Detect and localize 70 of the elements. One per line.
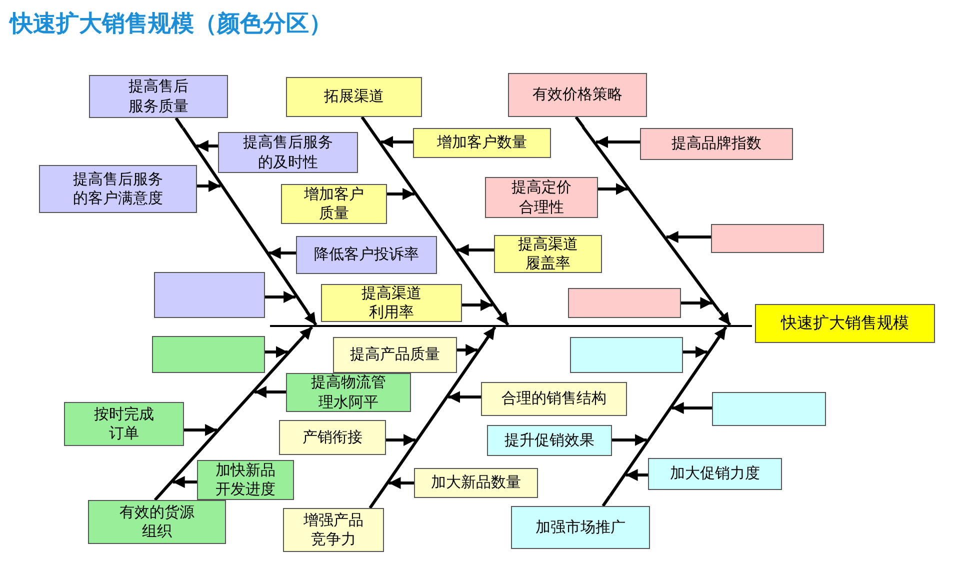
arrow (268, 247, 296, 259)
bone-line-segment (574, 116, 585, 128)
cause-box: 加大新品数量 (414, 468, 538, 498)
arrow (196, 140, 218, 152)
bone-line-segment (602, 495, 612, 507)
arrow (666, 231, 711, 243)
cause-box: 产销衔接 (279, 420, 386, 455)
effect-box: 快速扩大销售规模 (755, 304, 935, 343)
arrow (456, 244, 494, 256)
spine-line (270, 325, 752, 327)
bone-line (610, 341, 716, 496)
cause-box (152, 336, 265, 373)
cause-box: 提高售后服务的及时性 (218, 132, 358, 173)
category-box: 增强产品竞争力 (283, 508, 384, 552)
arrow (598, 183, 628, 195)
cause-box: 提高定价合理性 (485, 177, 598, 218)
arrow (462, 299, 492, 311)
arrow (457, 344, 478, 356)
cause-box: 加大促销力度 (648, 458, 782, 490)
bone-line-segment (368, 497, 378, 509)
cause-box: 按时完成订单 (64, 402, 184, 446)
title: 快速扩大销售规模（颜色分区） (10, 10, 332, 39)
cause-box (711, 224, 824, 253)
bone-line-segment (154, 489, 166, 501)
bone-arrow (496, 310, 510, 326)
cause-box (568, 288, 681, 318)
cause-box (154, 272, 265, 318)
cause-box (712, 392, 826, 426)
arrow (197, 180, 220, 192)
arrow (254, 386, 286, 398)
bone-arrow (304, 310, 318, 326)
arrow (172, 476, 197, 488)
arrow (612, 434, 647, 446)
category-box: 拓展渠道 (286, 77, 422, 117)
arrow (681, 297, 712, 309)
cause-box: 提高物流管理水阿平 (286, 373, 411, 412)
bone-arrow (718, 310, 732, 326)
arrow (388, 477, 414, 489)
bone-arrow (714, 326, 728, 342)
cause-box: 增加客户质量 (281, 184, 387, 224)
bone-arrow (483, 326, 496, 342)
arrow (683, 346, 708, 358)
cause-box: 降低客户投诉率 (296, 236, 437, 274)
arrow (672, 402, 712, 414)
category-box: 提高售后服务质量 (89, 75, 228, 118)
category-box: 有效价格策略 (508, 73, 647, 117)
cause-box: 提高渠道履盖率 (494, 235, 602, 273)
cause-box: 提高品牌指数 (640, 128, 793, 160)
arrow (265, 346, 288, 358)
bone-line-segment (174, 117, 184, 129)
category-box: 加强市场推广 (511, 506, 650, 549)
arrow (381, 136, 413, 148)
arrow (265, 291, 296, 303)
cause-box: 合理的销售结构 (481, 382, 627, 416)
cause-box: 提高售后服务的客户满意度 (39, 165, 197, 213)
bone-line-segment (360, 116, 370, 128)
arrow (448, 391, 481, 403)
cause-box: 加快新品开发进度 (197, 460, 294, 500)
cause-box: 提高产品质量 (333, 337, 457, 373)
bone-arrow (298, 326, 314, 342)
arrow (387, 188, 415, 200)
category-box: 有效的货源组织 (88, 500, 226, 544)
arrow (386, 434, 416, 446)
cause-box: 增加客户数量 (413, 128, 551, 158)
arrow (596, 136, 640, 148)
cause-box: 提升促销效果 (487, 425, 612, 456)
arrow (626, 469, 648, 481)
cause-box (570, 337, 683, 373)
arrow (184, 424, 218, 436)
cause-box: 提高渠道利用率 (321, 284, 462, 322)
